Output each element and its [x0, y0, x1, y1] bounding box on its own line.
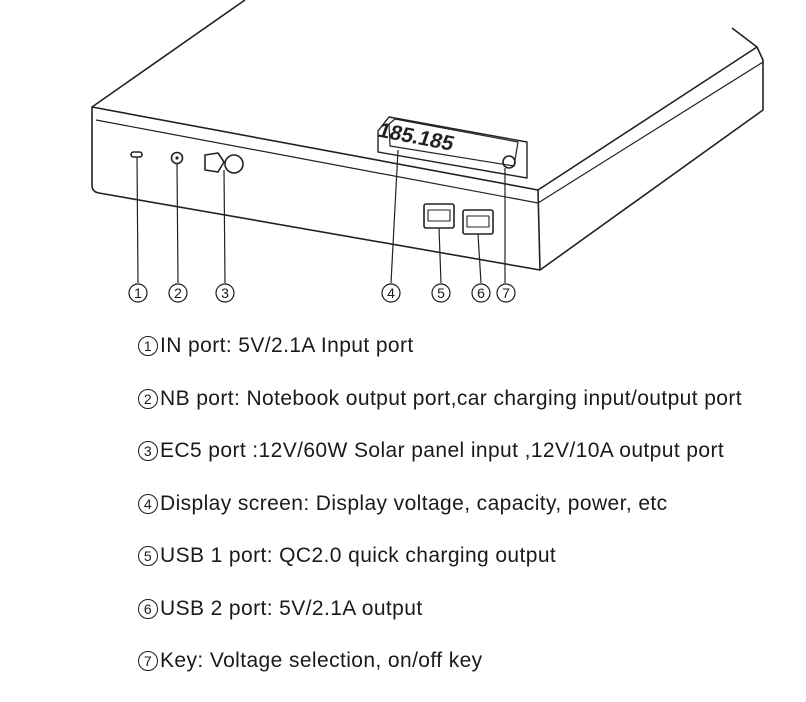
legend-number: 7 [138, 651, 158, 671]
callout-4: 4 [381, 283, 401, 303]
power-bank-diagram: 185.185 1 2 3 4 5 6 7 [91, 0, 764, 303]
device-top-face [91, 0, 758, 191]
legend-text: USB 1 port: QC2.0 quick charging output [160, 544, 557, 567]
callout-2: 2 [168, 283, 188, 303]
svg-text:7: 7 [502, 285, 510, 301]
nb-port [170, 151, 184, 165]
svg-text:4: 4 [387, 285, 395, 301]
svg-text:1: 1 [134, 285, 142, 301]
legend-text: Key: Voltage selection, on/off key [160, 649, 483, 672]
legend-text: NB port: Notebook output port,car chargi… [160, 386, 743, 410]
legend-text: EC5 port :12V/60W Solar panel input ,12V… [160, 439, 725, 462]
legend-number: 1 [138, 336, 158, 356]
callout-5: 5 [431, 283, 451, 303]
legend-text: Display screen: Display voltage, capacit… [160, 491, 668, 515]
callout-3: 3 [215, 283, 235, 303]
legend-text: IN port: 5V/2.1A Input port [160, 334, 414, 357]
legend-number: 6 [138, 598, 158, 619]
legend-text: USB 2 port: 5V/2.1A output [160, 596, 423, 620]
callout-6: 6 [471, 283, 491, 303]
legend-number: 2 [138, 388, 158, 409]
svg-text:3: 3 [221, 285, 229, 301]
legend-number: 5 [138, 546, 158, 566]
display-screen [377, 116, 528, 179]
callout-7: 7 [496, 283, 516, 303]
callout-1: 1 [128, 283, 148, 303]
device-right-face [539, 46, 764, 271]
callout-markers: 1 2 3 4 5 6 7 [128, 283, 516, 303]
legend-number: 4 [138, 493, 158, 514]
ec5-port [204, 152, 225, 173]
svg-text:5: 5 [437, 285, 445, 301]
device-front-face [91, 107, 541, 271]
svg-text:6: 6 [477, 285, 485, 301]
key-button [502, 155, 516, 169]
legend-number: 3 [138, 441, 158, 461]
svg-text:2: 2 [174, 285, 182, 301]
in-port [130, 151, 143, 158]
